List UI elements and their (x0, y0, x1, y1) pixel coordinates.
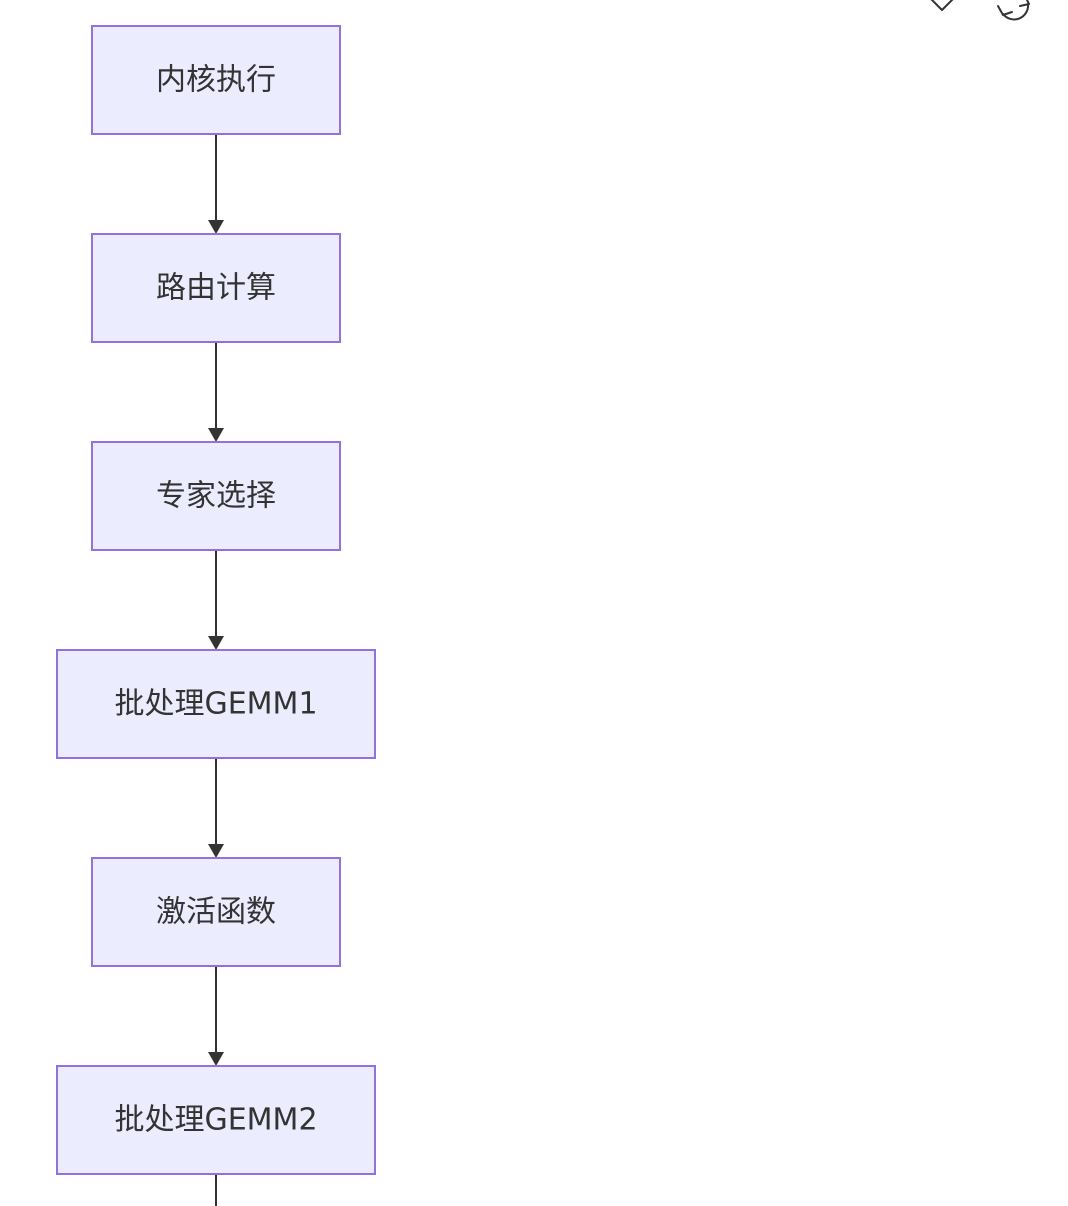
node-label: 专家选择 (156, 479, 276, 514)
arrow-head-icon (208, 1052, 224, 1066)
node-label: 内核执行 (156, 63, 276, 98)
arrow-head-icon (208, 844, 224, 858)
node-expert-select[interactable]: 专家选择 (91, 441, 341, 551)
refresh-icon[interactable] (997, 0, 1030, 21)
arrow-head-icon (208, 636, 224, 650)
arrow-head-icon (208, 220, 224, 234)
edge-kernel-exec-to-routing-calc (208, 134, 224, 234)
node-box (91, 441, 341, 551)
node-label: 批处理GEMM1 (114, 687, 317, 722)
arrow-head-icon (208, 428, 224, 442)
node-label: 激活函数 (156, 895, 276, 930)
node-routing-calc[interactable]: 路由计算 (91, 233, 341, 343)
edge-activation-to-batch-gemm2 (208, 966, 224, 1066)
node-batch-gemm2[interactable]: 批处理GEMM2 (56, 1065, 376, 1175)
edge-batch-gemm1-to-activation (208, 758, 224, 858)
edge-routing-calc-to-expert-select (208, 342, 224, 442)
node-batch-gemm1[interactable]: 批处理GEMM1 (56, 649, 376, 759)
node-box (91, 233, 341, 343)
node-box (91, 25, 341, 135)
node-kernel-exec[interactable]: 内核执行 (91, 25, 341, 135)
node-box (91, 857, 341, 967)
node-label: 批处理GEMM2 (114, 1103, 317, 1138)
node-label: 路由计算 (156, 271, 276, 306)
node-box (56, 1065, 376, 1175)
close-icon[interactable] (930, 0, 954, 11)
node-box (56, 649, 376, 759)
node-activation[interactable]: 激活函数 (91, 857, 341, 967)
edge-expert-select-to-batch-gemm1 (208, 550, 224, 650)
edges-layer (208, 134, 224, 1206)
